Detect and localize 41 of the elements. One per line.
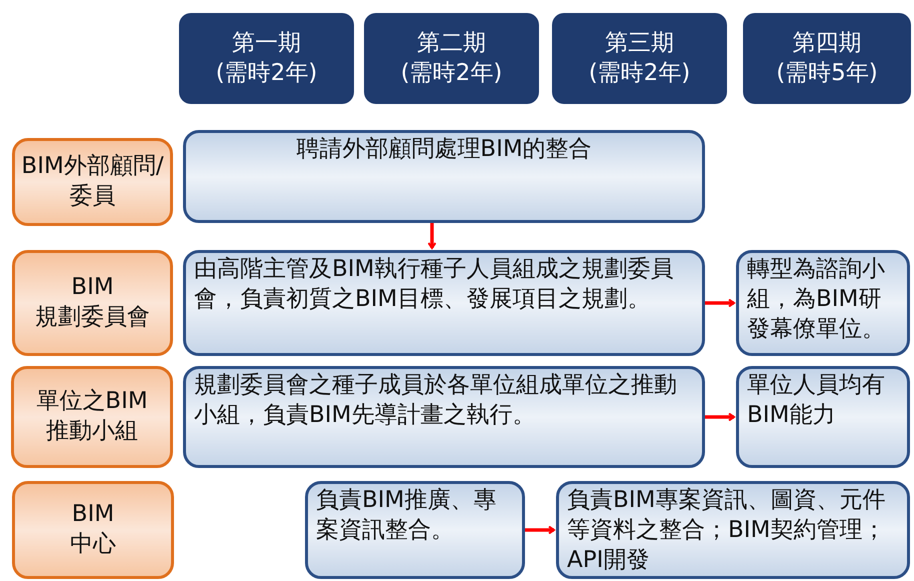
phase-label: 第四期 xyxy=(792,28,862,58)
row-label-box xyxy=(12,481,174,579)
row-label-box xyxy=(12,138,173,226)
phase-label: (需時2年) xyxy=(216,58,318,88)
process-box xyxy=(736,250,910,356)
box-text: 規劃委員會之種子成員於各單位組成單位之推動小組，負責BIM先導計畫之執行。 xyxy=(194,371,678,430)
box-text: 負責BIM專案資訊、圖資、元件等資料之整合；BIM契約管理；API開發 xyxy=(567,486,886,575)
phase-label: (需時5年) xyxy=(776,58,878,88)
phase-label: (需時2年) xyxy=(588,58,690,88)
phase-header xyxy=(743,13,911,104)
box-text: 推動小組 xyxy=(46,417,138,446)
process-box xyxy=(556,481,910,579)
arrow xyxy=(525,526,555,534)
box-text: BIM xyxy=(71,273,114,302)
box-text: 由高階主管及BIM執行種子人員組成之規劃委員會，負責初質之BIM目標、發展項目之規劃。 xyxy=(194,255,674,314)
box-text: 負責BIM推廣、專案資訊整合。 xyxy=(316,486,498,545)
phase-header xyxy=(179,13,354,104)
box-text: 規劃委員會 xyxy=(35,303,150,332)
phase-header xyxy=(364,13,539,104)
box-text: BIM外部顧問/委員 xyxy=(20,152,165,211)
process-box xyxy=(305,481,525,579)
arrow xyxy=(705,412,735,422)
box-text: 單位人員均有BIM能力 xyxy=(747,371,886,430)
phase-header xyxy=(552,13,727,104)
row-label-box xyxy=(11,366,173,468)
process-box xyxy=(183,250,705,356)
phase-label: 第三期 xyxy=(605,28,674,58)
box-text: 轉型為諮詢小組，為BIM研發幕僚單位。 xyxy=(747,255,886,344)
arrow xyxy=(705,298,735,308)
box-text: 聘請外部顧問處理BIM的整合 xyxy=(296,135,592,164)
process-box xyxy=(183,366,705,468)
phase-label: 第一期 xyxy=(232,28,301,58)
arrow xyxy=(428,223,436,249)
process-box xyxy=(183,130,705,223)
process-box xyxy=(736,366,910,468)
phase-label: (需時2年) xyxy=(400,58,502,88)
row-label-box xyxy=(12,250,173,356)
box-text: 中心 xyxy=(70,530,116,559)
box-text: BIM xyxy=(72,500,114,530)
phase-label: 第二期 xyxy=(417,28,486,58)
box-text: 單位之BIM xyxy=(36,387,148,416)
